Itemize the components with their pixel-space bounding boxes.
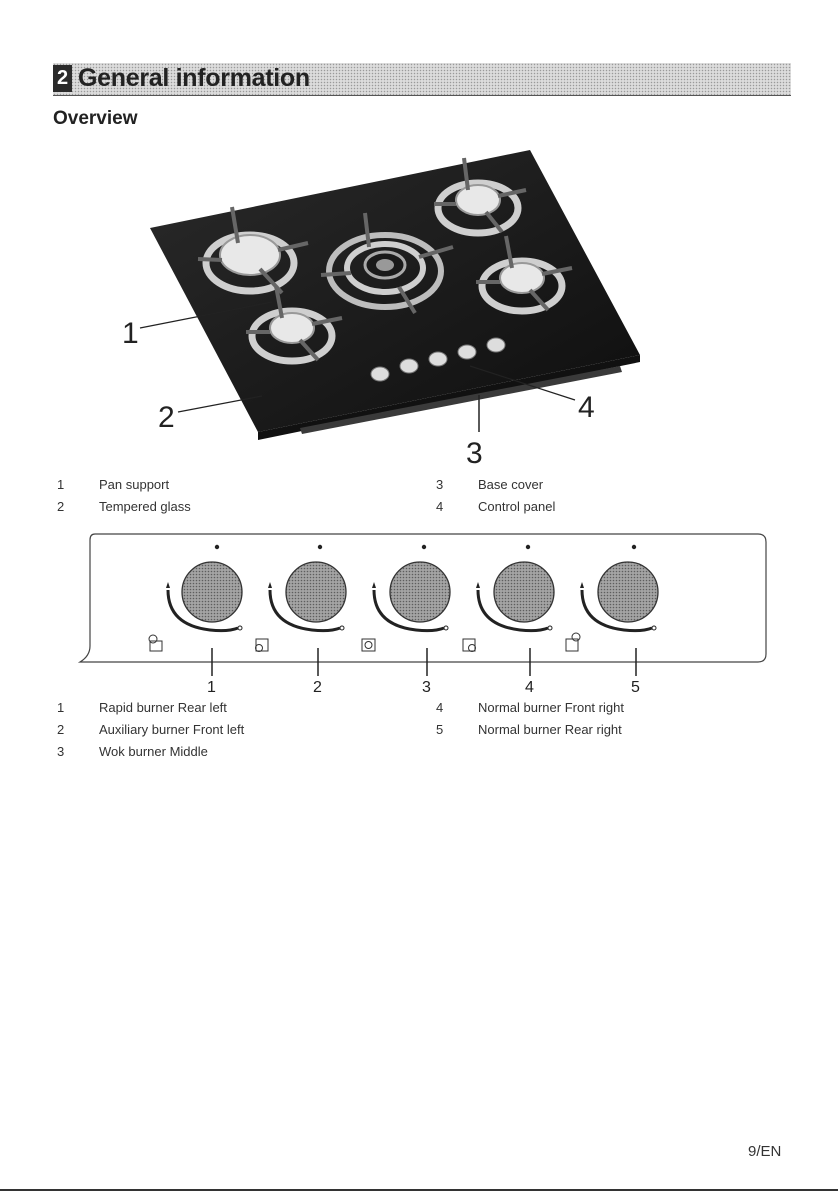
legend-item: 1 Rapid burner Rear left [57,697,357,718]
legend-item: 4 Normal burner Front right [436,697,736,718]
panel-callout-2: 2 [313,679,322,696]
burner-position-icon [463,639,476,652]
control-panel-illustration: 1 2 3 4 5 [0,0,838,700]
knob-4 [463,545,554,652]
burner-position-icon [149,635,162,651]
panel-callout-4: 4 [525,679,534,696]
knob-1 [149,545,242,651]
panel-legend-left: 1 Rapid burner Rear left 2 Auxiliary bur… [57,697,357,763]
burner-position-icon [256,639,269,652]
knob-5 [566,545,658,651]
legend-item: 5 Normal burner Rear right [436,719,736,740]
page-number: 9/EN [748,1143,781,1160]
panel-callout-5: 5 [631,679,640,696]
burner-position-icon [566,633,580,651]
legend-item: 3 Wok burner Middle [57,741,357,762]
knob-3 [362,545,450,651]
panel-legend-right: 4 Normal burner Front right 5 Normal bur… [436,697,736,741]
knob-2 [256,545,347,652]
legend-item: 2 Auxiliary burner Front left [57,719,357,740]
panel-callout-1: 1 [207,679,216,696]
panel-callout-3: 3 [422,679,431,696]
burner-position-icon [362,639,375,651]
